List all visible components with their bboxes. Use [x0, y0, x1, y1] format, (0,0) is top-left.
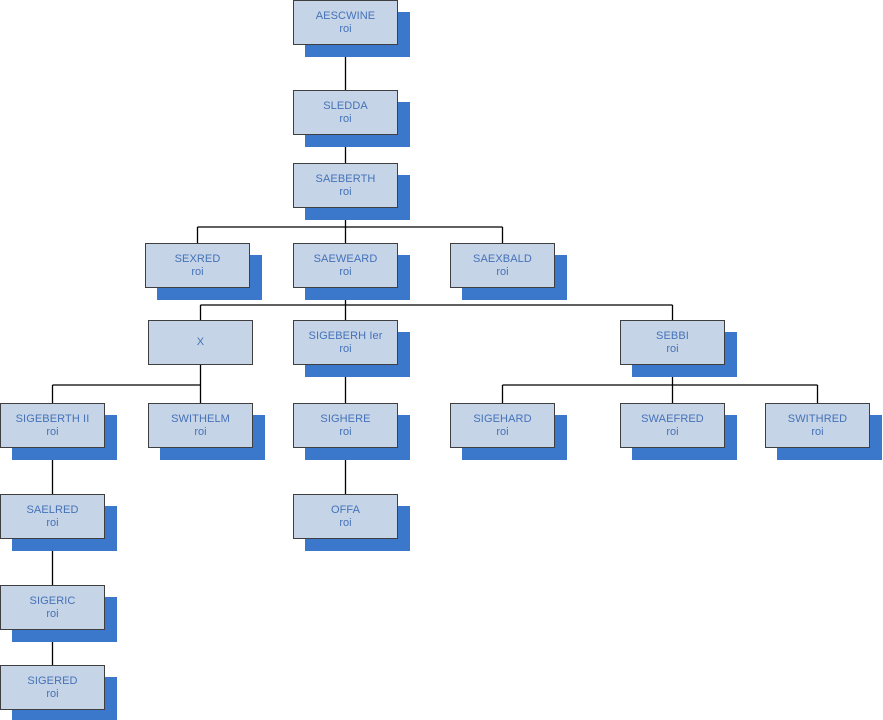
- node-name-swithelm: SWITHELM: [171, 412, 230, 425]
- node-name-saeweard: SAEWEARD: [313, 252, 378, 265]
- node-name-sighere: SIGHERE: [320, 412, 371, 425]
- node-name-saexbald: SAEXBALD: [473, 252, 532, 265]
- node-x[interactable]: X: [148, 320, 253, 365]
- node-name-sigeberh1: SIGEBERH Ier: [308, 329, 383, 342]
- node-name-sigered: SIGERED: [27, 674, 78, 687]
- node-name-aescwine: AESCWINE: [315, 9, 376, 22]
- node-name-sigeberth2: SIGEBERTH II: [15, 412, 90, 425]
- node-name-sexred: SEXRED: [174, 252, 221, 265]
- node-role-sigeberh1: roi: [339, 342, 352, 355]
- node-role-sledda: roi: [339, 112, 352, 125]
- node-role-sighere: roi: [339, 425, 352, 438]
- node-role-saeberth: roi: [339, 185, 352, 198]
- node-role-sexred: roi: [191, 265, 204, 278]
- node-name-sigeric: SIGERIC: [29, 594, 76, 607]
- node-name-x: X: [196, 336, 205, 349]
- node-name-sigehard: SIGEHARD: [473, 412, 532, 425]
- node-name-sebbi: SEBBI: [656, 329, 689, 342]
- node-role-sigered: roi: [46, 687, 59, 700]
- node-role-swaefred: roi: [666, 425, 679, 438]
- node-role-sebbi: roi: [666, 342, 679, 355]
- node-name-swithred: SWITHRED: [787, 412, 848, 425]
- node-name-sledda: SLEDDA: [323, 99, 368, 112]
- node-role-sigeberth2: roi: [46, 425, 59, 438]
- node-role-offa: roi: [339, 516, 352, 529]
- node-role-aescwine: roi: [339, 22, 352, 35]
- node-role-swithelm: roi: [194, 425, 207, 438]
- node-role-sigeric: roi: [46, 607, 59, 620]
- node-role-saeweard: roi: [339, 265, 352, 278]
- node-role-saexbald: roi: [496, 265, 509, 278]
- node-name-saeberth: SAEBERTH: [315, 172, 376, 185]
- node-name-saelred: SAELRED: [26, 503, 79, 516]
- node-role-swithred: roi: [811, 425, 824, 438]
- node-role-saelred: roi: [46, 516, 59, 529]
- node-name-offa: OFFA: [330, 503, 361, 516]
- node-name-swaefred: SWAEFRED: [641, 412, 704, 425]
- node-role-sigehard: roi: [496, 425, 509, 438]
